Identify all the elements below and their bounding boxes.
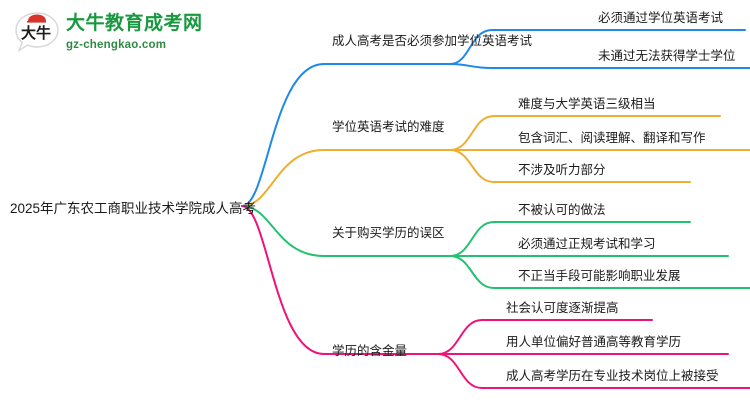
leaf-label-4-3[interactable]: 成人高考学历在专业技术岗位上被接受 xyxy=(506,369,719,383)
leaf-label-4-1[interactable]: 社会认可度逐渐提高 xyxy=(506,301,619,315)
leaf-label-3-2[interactable]: 必须通过正规考试和学习 xyxy=(518,237,656,251)
site-logo: 大牛 大牛教育成考网 gz-chengkao.com xyxy=(14,10,203,58)
branch-2-connectors xyxy=(241,115,750,207)
leaf-label-3-3[interactable]: 不正当手段可能影响职业发展 xyxy=(518,269,681,283)
branch-1-connectors xyxy=(241,29,750,207)
leaf-label-3-1[interactable]: 不被认可的做法 xyxy=(518,203,606,217)
branch-4-connectors xyxy=(241,205,750,389)
dainiu-logo-icon: 大牛 xyxy=(15,12,59,53)
branch-label-4[interactable]: 学历的含金量 xyxy=(332,344,408,358)
leaf-label-2-2[interactable]: 包含词汇、阅读理解、翻译和写作 xyxy=(518,131,706,145)
leaf-label-4-2[interactable]: 用人单位偏好普通高等教育学历 xyxy=(506,335,682,349)
logo-text-block: 大牛教育成考网 gz-chengkao.com xyxy=(66,12,203,53)
branch-label-3[interactable]: 关于购买学历的误区 xyxy=(332,226,445,240)
svg-text:大牛: 大牛 xyxy=(21,24,51,42)
root-node-label[interactable]: 2025年广东农工商职业技术学院成人高考 xyxy=(10,201,257,216)
logo-chinese-text: 大牛教育成考网 xyxy=(66,13,203,34)
leaf-label-1-2[interactable]: 未通过无法获得学士学位 xyxy=(598,49,736,63)
branch-label-2[interactable]: 学位英语考试的难度 xyxy=(332,120,445,134)
logo-domain-text: gz-chengkao.com xyxy=(66,39,167,51)
branch-3-connectors xyxy=(241,205,750,289)
leaf-label-2-3[interactable]: 不涉及听力部分 xyxy=(518,163,606,177)
branch-label-1[interactable]: 成人高考是否必须参加学位英语考试 xyxy=(332,34,533,48)
leaf-label-1-1[interactable]: 必须通过学位英语考试 xyxy=(598,11,724,25)
leaf-label-2-1[interactable]: 难度与大学英语三级相当 xyxy=(518,97,656,111)
